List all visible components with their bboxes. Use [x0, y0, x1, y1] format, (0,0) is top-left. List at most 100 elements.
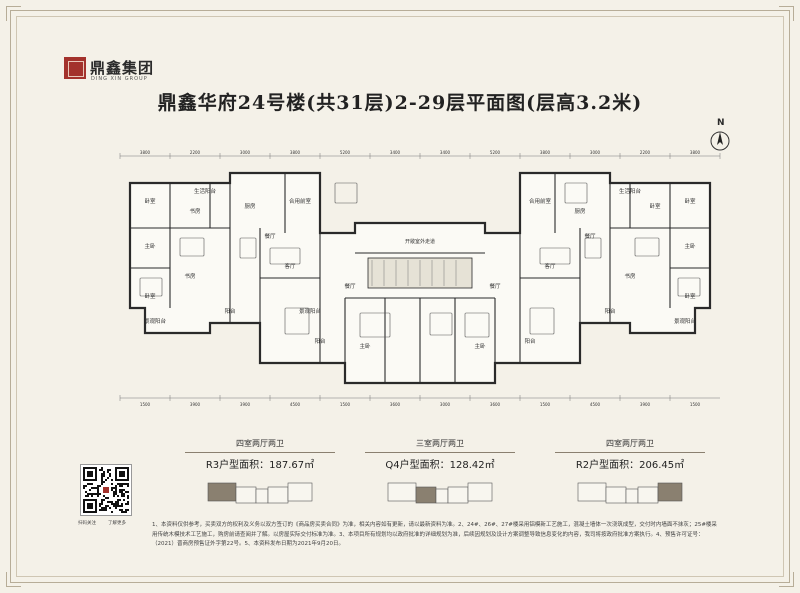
thumbnail-block — [447, 486, 469, 504]
room-label: 阳台 — [604, 307, 616, 315]
qr-module — [101, 499, 103, 501]
room-label: 书房 — [189, 207, 201, 215]
qr-module — [107, 501, 109, 503]
furniture-block — [539, 247, 571, 265]
qr-module — [101, 469, 103, 471]
qr-module — [91, 487, 93, 489]
furniture-block — [359, 312, 391, 338]
qr-module — [83, 485, 85, 487]
company-logo: 鼎鑫集团 DING XIN GROUP — [64, 55, 164, 87]
thumbnail-block — [435, 488, 449, 504]
dimension-label: 1500 — [340, 402, 351, 407]
thumbnail-block — [625, 488, 639, 504]
qr-module — [97, 495, 99, 497]
qr-module — [101, 481, 103, 483]
qr-module — [101, 503, 103, 505]
dimension-label: 1500 — [540, 402, 551, 407]
qr-module — [115, 491, 117, 493]
qr-module — [103, 473, 105, 475]
room-label: 卧室 — [144, 197, 156, 205]
qr-module — [89, 489, 91, 491]
dimension-label: 3000 — [590, 150, 601, 155]
thumbnail-block — [415, 486, 437, 504]
qr-tag: 扫码关注 — [78, 521, 96, 526]
qr-module — [113, 491, 115, 493]
qr-module — [127, 503, 129, 505]
qr-module — [127, 483, 129, 485]
qr-module — [113, 505, 115, 507]
dimension-label: 3900 — [640, 402, 651, 407]
page-title: 鼎鑫华府24号楼(共31层)2-29层平面图(层高3.2米) — [157, 92, 643, 114]
qr-module — [109, 473, 111, 475]
qr-module — [107, 471, 109, 473]
qr-module — [119, 509, 121, 511]
dimension-label: 2200 — [640, 150, 651, 155]
qr-module — [105, 507, 107, 509]
dimension-label: 3400 — [390, 150, 401, 155]
furniture-block — [564, 182, 588, 204]
qr-module — [127, 501, 129, 503]
qr-module — [121, 509, 123, 511]
furniture-block — [584, 237, 602, 259]
qr-module — [99, 469, 101, 471]
qr-module — [121, 485, 123, 487]
qr-module — [119, 505, 121, 507]
qr-module — [103, 481, 105, 483]
qr-module — [119, 485, 121, 487]
room-label: 厨房 — [574, 207, 586, 215]
qr-module — [109, 469, 111, 471]
outer-frame — [10, 10, 790, 583]
qr-module — [125, 491, 127, 493]
dimension-label: 3000 — [240, 150, 251, 155]
unit-card-r2: 四室两厅两卫 R2户型面积：206.45㎡ — [530, 438, 730, 507]
room-label: 景观阳台 — [674, 317, 697, 325]
qr-module — [125, 509, 127, 511]
furniture-block — [284, 307, 310, 335]
furniture-block — [677, 277, 701, 297]
qr-module — [117, 495, 119, 497]
qr-module — [101, 509, 103, 511]
qr-module — [111, 489, 113, 491]
furniture-block — [429, 312, 453, 336]
qr-module — [97, 485, 99, 487]
qr-module — [111, 501, 113, 503]
room-label: 主卧 — [474, 342, 486, 350]
unit-divider — [185, 452, 335, 453]
qr-module — [91, 493, 93, 495]
unit-divider — [365, 452, 515, 453]
qr-module — [101, 475, 103, 477]
unit-type: 四室两厅两卫 — [236, 439, 284, 448]
qr-module — [87, 493, 89, 495]
furniture-block — [139, 277, 163, 297]
qr-module — [127, 497, 129, 499]
qr-module — [115, 501, 117, 503]
qr-module — [101, 501, 103, 503]
north-arrow-icon: N — [707, 118, 735, 151]
qr-module — [99, 503, 101, 505]
qr-module — [85, 491, 87, 493]
qr-center-logo — [103, 487, 109, 493]
qr-module — [123, 493, 125, 495]
furniture-block — [334, 182, 358, 204]
thumbnail-block — [605, 486, 627, 504]
qr-module — [99, 509, 101, 511]
qr-module — [123, 511, 125, 513]
dimension-label: 4500 — [590, 402, 601, 407]
qr-module — [111, 479, 113, 481]
room-label: 景观阳台 — [299, 307, 322, 315]
dimension-label: 1500 — [690, 402, 701, 407]
qr-finder — [87, 503, 93, 509]
dimension-label: 3600 — [490, 402, 501, 407]
qr-module — [127, 495, 129, 497]
qr-module — [107, 497, 109, 499]
qr-module — [91, 495, 93, 497]
qr-module — [125, 483, 127, 485]
qr-module — [109, 507, 111, 509]
dimension-label: 3600 — [390, 402, 401, 407]
qr-module — [101, 473, 103, 475]
qr-code[interactable] — [80, 464, 132, 516]
qr-module — [93, 493, 95, 495]
qr-module — [121, 489, 123, 491]
furniture-block — [269, 247, 301, 265]
